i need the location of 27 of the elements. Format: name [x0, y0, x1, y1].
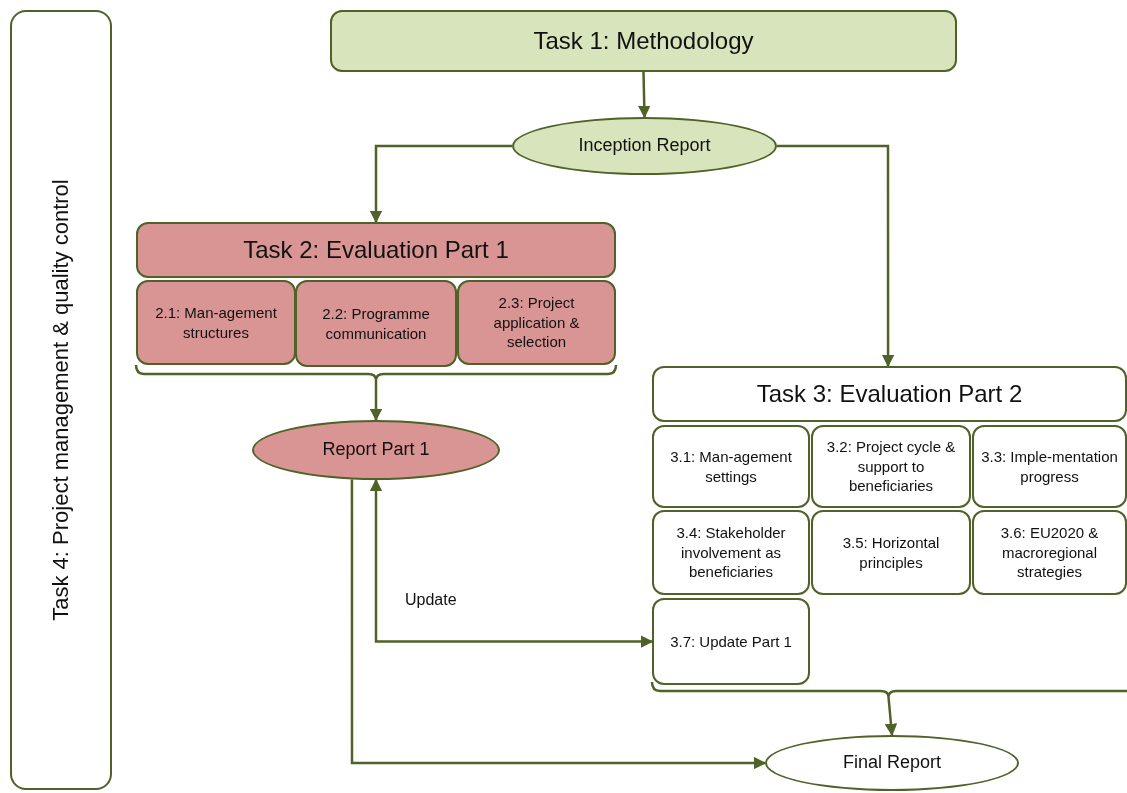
subtask-box: 2.2: Programme communication	[295, 280, 457, 367]
subtask-box: 2.3: Project application & selection	[457, 280, 616, 365]
task-box: Task 2: Evaluation Part 1	[136, 222, 616, 278]
report-ellipse: Report Part 1	[252, 420, 500, 480]
subtask-box: 3.5: Horizontal principles	[811, 510, 971, 595]
report-ellipse: Inception Report	[512, 117, 777, 175]
arrow	[369, 478, 654, 648]
arrow	[350, 479, 767, 770]
task-band	[10, 10, 112, 790]
subtask-box: 3.1: Man-agement settings	[652, 425, 810, 508]
arrow	[369, 380, 383, 422]
subtask-box: 3.4: Stakeholder involvement as beneficiaries	[652, 510, 810, 595]
subtask-box: 3.3: Imple-mentation progress	[972, 425, 1127, 508]
subtask-box: 3.7: Update Part 1	[652, 598, 810, 685]
task-box: Task 1: Methodology	[330, 10, 957, 72]
arrow	[638, 71, 651, 119]
bracket	[134, 364, 618, 380]
report-ellipse: Final Report	[765, 735, 1019, 791]
bracket	[650, 681, 1127, 697]
task-box: Task 3: Evaluation Part 2	[652, 366, 1127, 422]
subtask-box: 3.2: Project cycle & support to beneficiaries	[811, 425, 971, 508]
subtask-box: 2.1: Man-agement structures	[136, 280, 296, 365]
arrow	[884, 696, 898, 737]
subtask-box: 3.6: EU2020 & macroregional strategies	[972, 510, 1127, 595]
band-label: Task 4: Project management & quality control	[48, 179, 74, 621]
arrow	[777, 144, 895, 368]
arrow	[369, 144, 512, 224]
